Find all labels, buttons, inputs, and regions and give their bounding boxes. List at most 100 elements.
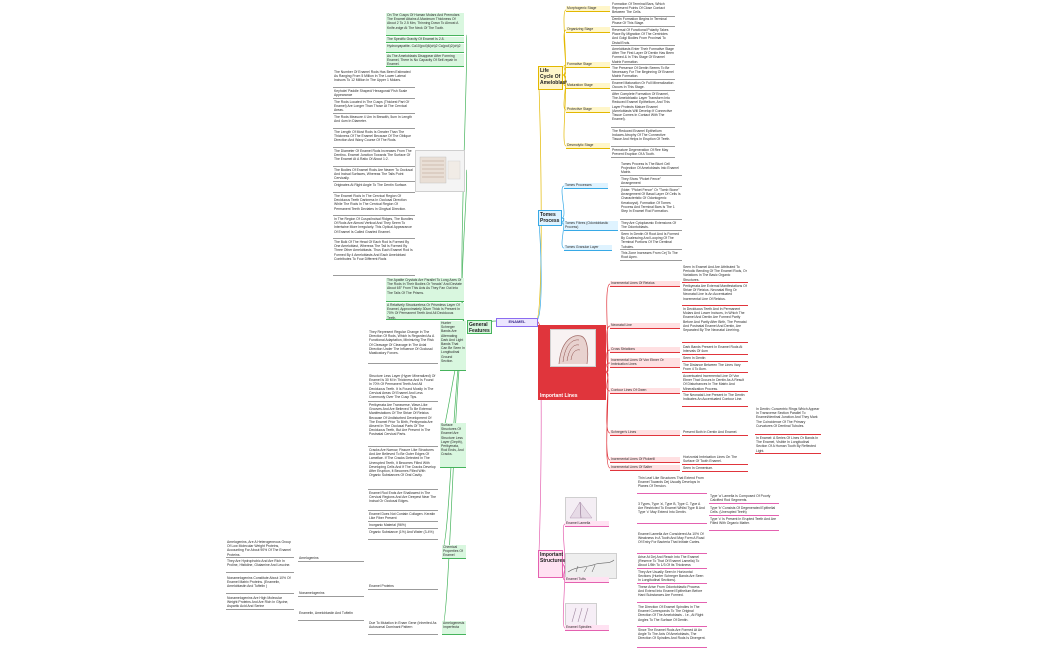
lamella-type-c[interactable]: Type 'c' Is Present In Erupted Teeth And… <box>709 517 779 531</box>
general-top-4[interactable]: As The Ameloblasts Disappear After Formi… <box>386 54 464 67</box>
chem-label[interactable]: Chemical Properties Of Enamel <box>442 545 466 559</box>
owen-fact-2[interactable]: The Neonatal Line Present In The Dentin … <box>682 393 748 407</box>
tufts-fact-2[interactable]: Arise At Dej And Reach Into The Enamel (… <box>637 555 707 569</box>
nonamelogenins[interactable]: Nonamelogenins <box>298 591 364 597</box>
salter-desc[interactable]: Seen In Cementum. <box>682 466 748 472</box>
rod-fact-9[interactable]: The Enamel Rods In The Cervical Region O… <box>333 194 415 216</box>
stage-organizing-desc-2[interactable]: Reversal Of Functional Polarity Takes Pl… <box>611 28 675 46</box>
tomes-fibres-label[interactable]: Tomes Fibres (Odontoblastic Process) <box>564 221 618 231</box>
von-ebner-label[interactable]: Incremental Lines Of Von Ebner Or Imbric… <box>610 358 680 368</box>
lamella-fact-2[interactable]: 3 Types, Type 'a', Type B, Type C. Type … <box>637 502 707 524</box>
general-top-3[interactable]: Hydroxyapatite- Ca10(po4)6(oh)2 Ca(po4)2… <box>386 44 464 53</box>
rod-fact-6[interactable]: The Diameter Of Enamel Rods Increases Fr… <box>333 149 415 167</box>
hs-fact-2[interactable]: A Relatively Structureless Or Prismless … <box>386 303 464 320</box>
amelogenins-fact-1[interactable]: Amelogenins, Are A Heterogeneous Group O… <box>226 540 294 558</box>
amelogenins[interactable]: Amelogenins <box>298 556 364 562</box>
chem-fact-2[interactable]: Inorganic Material (96%) <box>368 523 438 529</box>
schreger-fact-3[interactable]: In Enamel: A Series Of Lines Or Bands In… <box>755 436 821 454</box>
owen-fact-1[interactable]: Accentuated Incremental Line Of Von Ebne… <box>682 374 748 392</box>
section-important-lines[interactable]: Important Lines <box>538 325 606 400</box>
stage-formative-desc-1[interactable]: Ameloblasts Enter Their Formative Stage … <box>611 47 675 65</box>
neonatal-line-label[interactable]: Neonatal Line <box>610 323 680 329</box>
schreger-fact-2[interactable]: In Dentin: Concentric Rings Which Appear… <box>755 407 821 435</box>
rod-fact-4[interactable]: The Rods Measure 4 Um In Breadth, 5um In… <box>333 115 415 129</box>
nonamelogenins-fact-2[interactable]: Nonamelogenins Are High Molecular Weight… <box>226 596 294 610</box>
tomes-processes-desc-2[interactable]: They Show "Picket Fence" Arrangement <box>620 177 682 187</box>
tomes-processes-desc-3[interactable]: (Note: "Picket Fence" Or "Tomb Stone" Ar… <box>620 188 682 220</box>
owen-label[interactable]: Contour Lines Of Owen <box>610 388 680 394</box>
chem-fact-3[interactable]: Organic Substance (1%) And Water (3-4%) <box>368 530 438 540</box>
stage-protective-label[interactable]: Protective Stage <box>566 107 610 113</box>
surface-fact-4[interactable]: Enamel Rod Ends Are Shallowest In The Ce… <box>368 491 438 511</box>
retzius-fact-2[interactable]: Perikymata Are External Manifestations O… <box>682 284 748 306</box>
tufts-fact-3[interactable]: They Are Usually Seen In Horizontal Sect… <box>637 570 707 584</box>
surface-fact-2[interactable]: Perikymata Are Transverse, Wave-Like Gro… <box>368 403 438 447</box>
cross-striations-desc[interactable]: Dark Bands Present In Enamel Rods At Int… <box>682 345 748 355</box>
hs-fact-1[interactable]: The Apatite Crystals Are Parallel To Lon… <box>386 278 464 302</box>
rod-fact-5[interactable]: The Length Of Most Rods Is Greater Than … <box>333 130 415 148</box>
stage-formative-desc-2[interactable]: The Presence Of Dentin Seems To Be Neces… <box>611 66 675 80</box>
retzius-fact-3[interactable]: In Deciduous Teeth And In Permanent Mola… <box>682 307 748 343</box>
hs-label[interactable]: Hunter Schreger Bands Are Alternating Da… <box>440 321 466 371</box>
von-ebner-fact-2[interactable]: The Distance Between The Lines Vary From… <box>682 363 748 373</box>
rod-fact-8[interactable]: Originates At Right Angle To The Dentin … <box>333 183 415 193</box>
rod-fact-7[interactable]: The Bodies Of Enamel Rods Are Nearer To … <box>333 168 415 182</box>
salter-label[interactable]: Incremental Lines Of Salter <box>610 465 680 471</box>
rod-fact-11[interactable]: The Bulk Of The Head Of Each Rod Is Form… <box>333 240 415 276</box>
cross-striations-label[interactable]: Cross Striations <box>610 347 680 353</box>
spindles-fact-1[interactable]: The Direction Of Enamel Spindles In The … <box>637 605 707 627</box>
central-topic-enamel[interactable]: ENAMEL <box>496 318 538 327</box>
nonamelogenins-fact-1[interactable]: Nonamelogenins Constitute About 10% Of E… <box>226 576 294 594</box>
stage-desmolytic-label[interactable]: Desmolytic Stage <box>566 143 610 149</box>
stage-desmolytic-desc[interactable]: Premature Degeneration Of Ree May Preven… <box>611 148 675 158</box>
stage-formative-label[interactable]: Formative Stage <box>566 62 610 68</box>
tomes-fibres-desc-1[interactable]: They Are Cytoplasmic Extensions Of The O… <box>620 221 682 231</box>
rod-fact-2[interactable]: Keyhole/ Paddle Shaped/ Hexagonal/ Fish … <box>333 89 415 99</box>
hs-fact-3[interactable]: They Represent Regular Change In The Dir… <box>368 330 438 364</box>
lamella-type-b[interactable]: Type 'b' Consists Of Degenerated Epithel… <box>709 506 779 516</box>
enamel-tufts-label[interactable]: Enamel Tufts <box>565 577 609 583</box>
pickerill-desc[interactable]: Horizontal Imbrication Lines On The Surf… <box>682 455 748 465</box>
stage-organizing-label[interactable]: Organizing Stage <box>566 27 610 33</box>
tomes-granular-desc[interactable]: This Zone Increases From Cej To The Root… <box>620 251 682 261</box>
stage-protective-desc-1[interactable]: After Complete Formation Of Enamel, The … <box>611 92 675 128</box>
retzius-fact-1[interactable]: Seen In Enamel And Are Attributed To Per… <box>682 265 748 283</box>
general-top-1[interactable]: On The Cusps Of Human Molars And Premola… <box>386 13 464 36</box>
stage-maturation-label[interactable]: Maturation Stage <box>566 83 610 89</box>
chem-fact-1[interactable]: Enamel Does Not Contain Collagen. Kerati… <box>368 512 438 522</box>
section-important-structures[interactable]: Important Structures <box>538 550 565 578</box>
schreger-fact-1[interactable]: Present Both In Dentin And Enamel. <box>682 430 748 436</box>
rod-fact-1[interactable]: The Number Of Enamel Rods Has Been Estim… <box>333 70 415 88</box>
tomes-fibres-desc-2[interactable]: Seen In Dentin Of Root And Is Formed By … <box>620 232 682 250</box>
enamel-lamella-label[interactable]: Enamel Lamella <box>565 521 609 527</box>
enamel-spindles-label[interactable]: Enamel Spindles <box>565 625 609 631</box>
rod-fact-10[interactable]: In The Region Of Cusps/incisal Ridges, T… <box>333 217 415 239</box>
surface-fact-1[interactable]: Structure Less Layer (Hyper Mineralized)… <box>368 374 438 402</box>
stage-maturation-desc[interactable]: Enamel Maturation Or Full Mineralization… <box>611 81 675 91</box>
section-tomes-process[interactable]: Tomes Process <box>538 210 562 226</box>
amelogenins-fact-2[interactable]: They Are Hydrophobic And Are Rich In Pro… <box>226 559 294 573</box>
rod-fact-3[interactable]: The Rods Located In The Cusps (Thickest … <box>333 100 415 114</box>
tomes-granular-label[interactable]: Tomes Granular Layer <box>564 245 612 251</box>
schreger-label[interactable]: Schreger's Lines <box>610 430 680 436</box>
section-life-cycle[interactable]: Life Cycle Of Ameloblast <box>538 66 567 90</box>
stage-protective-desc-2[interactable]: The Reduced Enamel Epithelium Induces At… <box>611 129 675 147</box>
lamella-fact-1[interactable]: Thin Leaf Like Structures That Extend Fr… <box>637 476 707 494</box>
stage-morphogenic-desc[interactable]: Formation Of Terminal Bars, Which Repres… <box>611 2 675 17</box>
surface-label[interactable]: Surface Structures Of Enamel Are Structu… <box>440 423 466 468</box>
lamella-type-a[interactable]: Type 'a' Lamella Is Composed Of Poorly C… <box>709 494 779 504</box>
pickerill-label[interactable]: Incremental Lines Of Pickerill <box>610 457 680 463</box>
tomes-processes-label[interactable]: Tomes Processes <box>564 183 608 189</box>
stage-organizing-desc-1[interactable]: Dentin Formation Begins In Terminal Phas… <box>611 17 675 27</box>
von-ebner-fact-1[interactable]: Seen In Dentin <box>682 356 748 362</box>
retzius-label[interactable]: Incremental Lines Of Retzius <box>610 281 680 287</box>
tufts-fact-4[interactable]: These Arise From Odontoblastic Process A… <box>637 585 707 603</box>
tuftelin-group[interactable]: Enamelin, Ameloblastin And Tuftelin <box>298 611 364 621</box>
section-general-features[interactable]: General Features <box>467 320 492 334</box>
enamel-proteins[interactable]: Enamel Proteins <box>368 584 438 590</box>
tufts-fact-1[interactable]: Enamel Lamella Are Considered As 10% Of … <box>637 532 707 554</box>
surface-fact-3[interactable]: Cracks Are Narrow, Fissure Like Structur… <box>368 448 438 490</box>
spindles-fact-2[interactable]: Since The Enamel Rods Are Formed At An A… <box>637 628 707 648</box>
stage-morphogenic-label[interactable]: Morphogenic Stage <box>566 6 610 12</box>
tomes-processes-desc-1[interactable]: Tomes Process Is The Blunt Cell Projecti… <box>620 162 682 176</box>
